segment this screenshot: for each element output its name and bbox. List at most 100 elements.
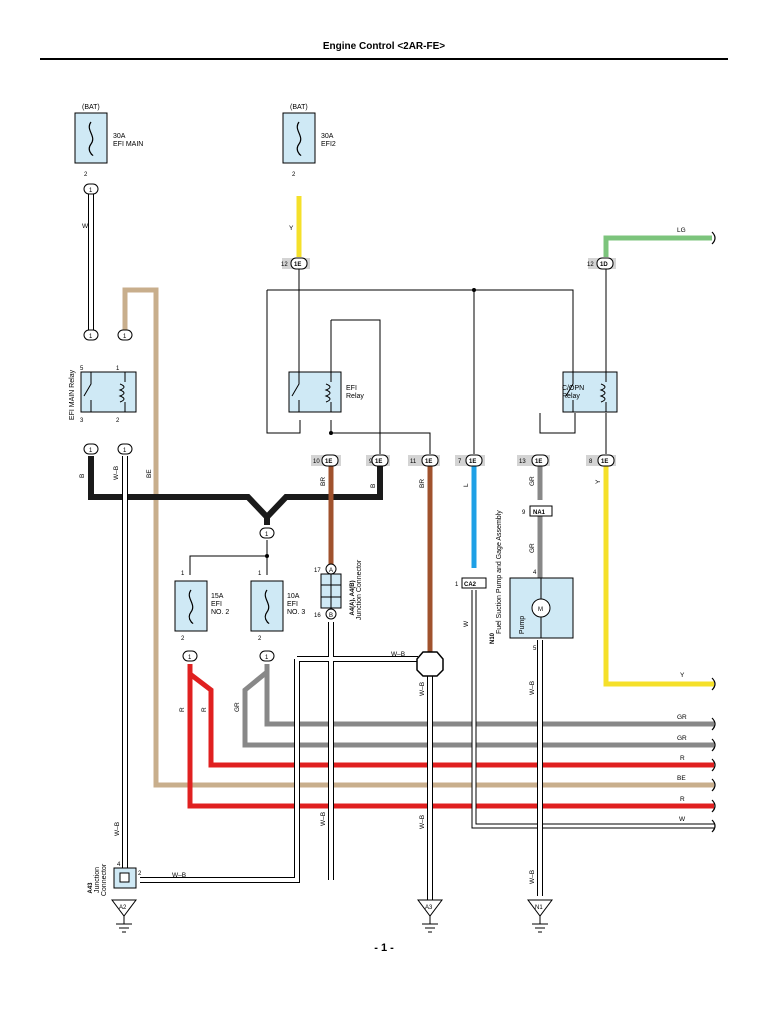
junction-a43-label2: Connector [101,863,108,896]
wire-r-b [188,672,714,768]
fuse-efi-main [74,112,108,164]
wire-label: BR [419,479,426,488]
fuse-efi-main-name: EFI MAIN [113,141,143,148]
wire-label: GR [234,702,241,712]
wire-label: W–B [113,466,120,480]
conn-pin: 9 [522,510,526,516]
wire-label: R [680,796,685,803]
wire-label: W [463,620,470,627]
conn-pin: 1 [123,334,127,340]
wire-gr-b [242,670,714,748]
conn-pin: 10 [313,459,320,465]
junction-pin: 16 [314,613,321,619]
wire-y-right [603,466,714,687]
conn-pin: 1 [455,582,459,588]
pump-code: N10 [490,632,496,644]
page-title: Engine Control <2AR-FE> [322,41,446,52]
fuse-efi-no2-rating: 15A [211,593,224,600]
wire-label: GR [529,476,536,486]
conn-pin: 1 [265,532,269,538]
pin-label: 1 [181,571,185,577]
wire-label: GR [677,735,687,742]
pin-label: 2 [181,636,185,642]
fuse-efi-main-rating: 30A [113,133,126,140]
relay-efi-main [80,371,137,413]
relay-pin: 5 [80,366,84,372]
wire-label: LG [677,227,686,234]
ground-symbols [111,899,553,933]
relay-efi [288,371,342,413]
conn-pin: 1 [89,448,93,454]
conn-code: 1E [375,459,382,465]
conn-pin: 1 [265,655,269,661]
fuse-efi-no2-name: EFI [211,601,222,608]
connector-1e-tags [282,257,616,467]
pin-label: 1 [258,571,262,577]
title-rule [40,58,728,60]
wire-relay-bus [266,269,574,454]
ground-n1: N1 [535,905,543,911]
bat-label-1: (BAT) [82,104,100,111]
junction-a43-label: Junction [94,867,101,893]
text-layer: (BAT) (BAT) 30A EFI MAIN 30A EFI2 2 2 1 … [69,104,687,911]
relay-pin: 1 [116,366,120,372]
connector-ovals [83,183,275,662]
wire-label: W–B [391,651,405,658]
conn-pin: 9 [369,459,373,465]
junction-pin: 17 [314,568,321,574]
wire-label: W [679,816,686,823]
pump-pin: 5 [533,646,537,652]
fuse-efi-no3 [250,580,284,632]
conn-1d-12-pin: 12 [587,262,594,268]
wires [88,194,714,900]
relay-efi-name: EFI [346,385,357,392]
junction-a4-code: A4(A), A4(B) [350,580,356,615]
fuse-efi2-name: EFI2 [321,141,336,148]
wire-label: R [179,707,186,712]
wire-label: B [79,474,86,478]
wire-1d-copn [539,269,607,454]
conn-code: 1E [325,459,332,465]
conn-code: CA2 [464,582,477,588]
wire-label: W–B [529,870,536,884]
wire-lg [603,235,712,257]
wire-label: Y [289,225,294,232]
pump-name: Fuel Suction Pump and Gage Assembly [496,510,503,634]
ground-a2: A2 [119,905,127,911]
junction-a4 [320,563,342,620]
wire-label: R [680,755,685,762]
conn-1d-12-code: 1D [600,262,608,268]
relay-copn [562,371,618,413]
ground-a3: A3 [425,905,433,911]
wire-gr-a [264,664,714,727]
fuse-efi-no3-name: EFI [287,601,298,608]
wire-label: W–B [172,872,186,879]
pump-pin: 4 [533,570,537,576]
relay-efi-main-label: EFI MAIN Relay [69,369,76,420]
fuse-efi-no2 [174,580,208,632]
junction-tag: B [329,613,333,619]
conn-code: 1E [469,459,476,465]
fuse-efi-no3-rating: 10A [287,593,300,600]
fuse-efi2-rating: 30A [321,133,334,140]
bat-label-2: (BAT) [290,104,308,111]
wire-label: B [370,484,377,488]
junction-dots [265,288,476,558]
wire-label: L [463,483,470,487]
wire-label: R [201,707,208,712]
conn-pin: 7 [458,459,462,465]
junction-a43-code: A43 [88,882,94,894]
wire-label: BE [677,775,686,782]
splice-octagon [416,651,444,677]
wire-b-main [88,456,383,525]
conn-pin: 1 [123,448,127,454]
fuel-pump [509,577,574,639]
junction-tag: A [329,568,333,574]
wire-label: W–B [320,812,327,826]
conn-code: 1E [601,459,608,465]
conn-code: 1E [425,459,432,465]
wire-fuse-feed [189,540,268,575]
wire-label: W–B [419,682,426,696]
wire-label: GR [529,543,536,553]
wire-label: GR [677,714,687,721]
